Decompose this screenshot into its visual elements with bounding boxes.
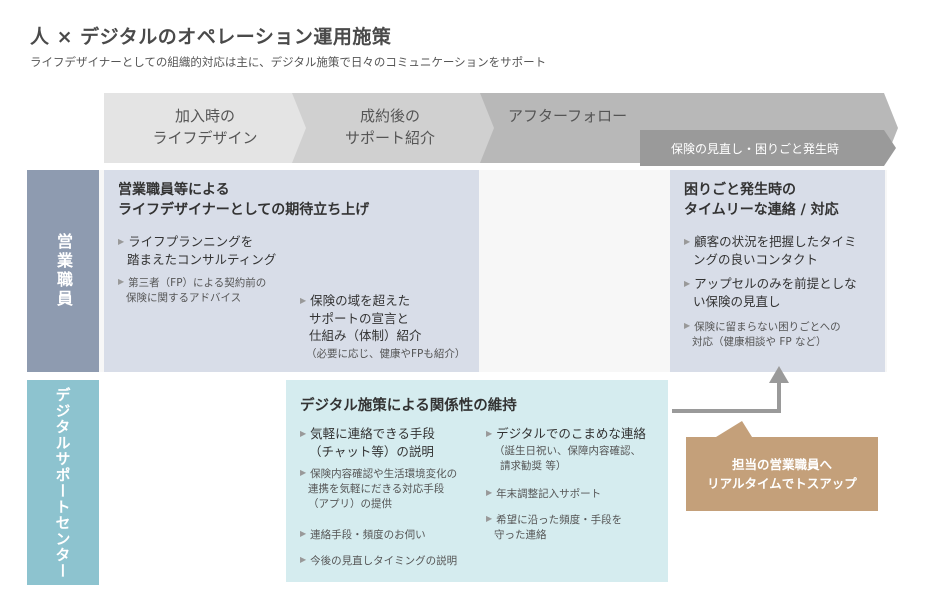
bullet-triangle-icon: ▶ <box>300 468 307 477</box>
item-text: サポートの宣言と <box>309 310 410 326</box>
phase-label-line: 加入時の <box>174 107 235 125</box>
trouble-box: 困りごと発生時の タイムリーな連絡 / 対応 <box>684 180 839 221</box>
item-text: ライフプランニングを <box>128 234 254 249</box>
digital-item-review-timing: ▶今後の見直しタイミングの説明 <box>300 554 457 569</box>
sales-box-bg <box>104 170 479 372</box>
row-label-digital: デジタルサポートセンター <box>53 386 72 579</box>
item-text: 踏まえたコンサルティング <box>127 251 277 267</box>
digital-box-bg <box>286 380 668 582</box>
trouble-box-bg <box>670 170 885 372</box>
page-title: 人 × デジタルのオペレーション運用施策 <box>30 26 392 48</box>
phase-label-line: 成約後の <box>359 107 420 125</box>
item-text: 守った連絡 <box>494 529 547 542</box>
digital-item-chat: ▶気軽に連絡できる手段 （チャット等）の説明 <box>300 425 435 460</box>
sales-box-title: ライフデザイナーとしての期待立ち上げ <box>118 202 370 219</box>
item-text: 保険内容確認や生活環境変化の <box>310 468 458 480</box>
item-text: 気軽に連絡できる手段 <box>310 426 435 441</box>
phase-label-line: サポート紹介 <box>344 128 435 147</box>
item-text: 今後の見直しタイミングの説明 <box>310 555 458 567</box>
callout-bg <box>686 437 878 511</box>
trouble-item-contact: ▶顧客の状況を把握したタイミ ングの良いコンタクト <box>684 233 857 268</box>
item-text: い保険の見直し <box>693 293 781 309</box>
bullet-triangle-icon: ▶ <box>118 237 125 246</box>
phase-label-support: 成約後の サポート紹介 <box>310 106 470 150</box>
tossup-callout: 担当の営業職員へ リアルタイムでトスアップ <box>686 455 878 494</box>
escalation-arrowhead <box>769 366 789 383</box>
item-note: （必要に応じ、健康やFPも紹介） <box>306 347 466 360</box>
sales-box: 営業職員等による ライフデザイナーとしての期待立ち上げ <box>118 180 369 221</box>
callout-line: リアルタイムでトスアップ <box>707 476 857 492</box>
escalation-connector <box>672 378 781 413</box>
callout-pointer <box>716 421 752 437</box>
sales-side-bar <box>27 170 99 372</box>
item-text: （アプリ）の提供 <box>308 498 392 511</box>
digital-side-bar <box>27 380 99 585</box>
bullet-triangle-icon: ▶ <box>300 429 307 438</box>
item-text: 対応（健康相談や FP など） <box>692 336 827 349</box>
digital-item-preferred-contact: ▶希望に沿った頻度・手段を 守った連絡 <box>486 513 622 543</box>
item-text: 年末調整記入サポート <box>496 488 602 500</box>
phase-label-line: アフターフォロー <box>508 107 628 125</box>
trouble-item-review: ▶アップセルのみを前提としな い保険の見直し <box>684 275 857 310</box>
digital-item-frequency: ▶連絡手段・頻度のお伺い <box>300 528 426 543</box>
page-subtitle: ライフデザイナーとしての組織的対応は主に、デジタル施策で日々のコミュニケーション… <box>30 55 547 69</box>
bullet-triangle-icon: ▶ <box>486 514 493 523</box>
phase-arrow-support <box>290 93 494 163</box>
sub-banner-label: 保険の見直し・困りごと発生時 <box>671 142 840 156</box>
item-text: デジタルでのこまめな連絡 <box>496 426 646 441</box>
digital-box-title: デジタル施策による関係性の維持 <box>300 398 517 414</box>
bullet-triangle-icon: ▶ <box>300 555 307 564</box>
item-text: ングの良いコンタクト <box>693 251 819 267</box>
sales-box-title: 営業職員等による <box>118 182 230 198</box>
sales-item-planning: ▶ライフプランニングを 踏まえたコンサルティング <box>118 233 276 268</box>
phase-arrow-lifedesign <box>104 93 306 163</box>
trouble-box-title: タイムリーな連絡 / 対応 <box>684 202 839 219</box>
sales-item-beyond-insurance: ▶保険の域を超えた サポートの宣言と 仕組み（体制）紹介 （必要に応じ、健康やF… <box>300 292 465 362</box>
sales-item-fp-advice: ▶第三者（FP）による契約前の 保険に関するアドバイス <box>118 276 266 306</box>
bullet-triangle-icon: ▶ <box>486 488 493 497</box>
digital-item-app: ▶保険内容確認や生活環境変化の 連携を気軽にだきる対応手段 （アプリ）の提供 <box>300 467 457 513</box>
item-text: 保険に関するアドバイス <box>126 292 242 305</box>
item-text: （チャット等）の説明 <box>309 443 434 459</box>
item-note: 請求勧奨 等） <box>500 460 567 473</box>
callout-line: 担当の営業職員へ <box>731 457 832 472</box>
item-text: アップセルのみを前提としな <box>694 276 857 291</box>
row-label-sales: 営業職員 <box>54 233 73 309</box>
trouble-item-beyond: ▶保険に留まらない困りごとへの 対応（健康相談や FP など） <box>684 320 841 350</box>
bullet-triangle-icon: ▶ <box>486 429 493 438</box>
item-text: 仕組み（体制）紹介 <box>309 328 422 343</box>
item-text: 第三者（FP）による契約前の <box>128 277 267 289</box>
item-text: 保険の域を超えた <box>310 293 411 308</box>
phase-label-lifedesign: 加入時の ライフデザイン <box>130 106 280 150</box>
bullet-triangle-icon: ▶ <box>118 277 125 286</box>
bullet-triangle-icon: ▶ <box>300 529 307 538</box>
phase-label-aftercare: アフターフォロー <box>508 106 627 128</box>
bullet-triangle-icon: ▶ <box>300 296 307 305</box>
sub-banner-arrow <box>640 130 896 166</box>
item-text: 保険に留まらない困りごとへの <box>694 321 841 333</box>
digital-item-frequent-contact-note: （誕生日祝い、保障内容確認、 請求勧奨 等） <box>494 444 641 474</box>
bullet-triangle-icon: ▶ <box>684 237 691 246</box>
phase-label-line: ライフデザイン <box>152 128 258 147</box>
item-text: 希望に沿った頻度・手段を <box>496 514 623 526</box>
bullet-triangle-icon: ▶ <box>684 279 691 288</box>
digital-item-tax-support: ▶年末調整記入サポート <box>486 487 601 502</box>
item-note: （誕生日祝い、保障内容確認、 <box>494 445 641 457</box>
trouble-box-title: 困りごと発生時の <box>684 182 796 198</box>
digital-item-frequent-contact: ▶デジタルでのこまめな連絡 <box>486 425 646 443</box>
item-text: 連携を気軽にだきる対応手段 <box>308 483 445 496</box>
bullet-triangle-icon: ▶ <box>684 321 691 330</box>
item-text: 連絡手段・頻度のお伺い <box>310 529 426 541</box>
item-text: 顧客の状況を把握したタイミ <box>694 234 857 249</box>
